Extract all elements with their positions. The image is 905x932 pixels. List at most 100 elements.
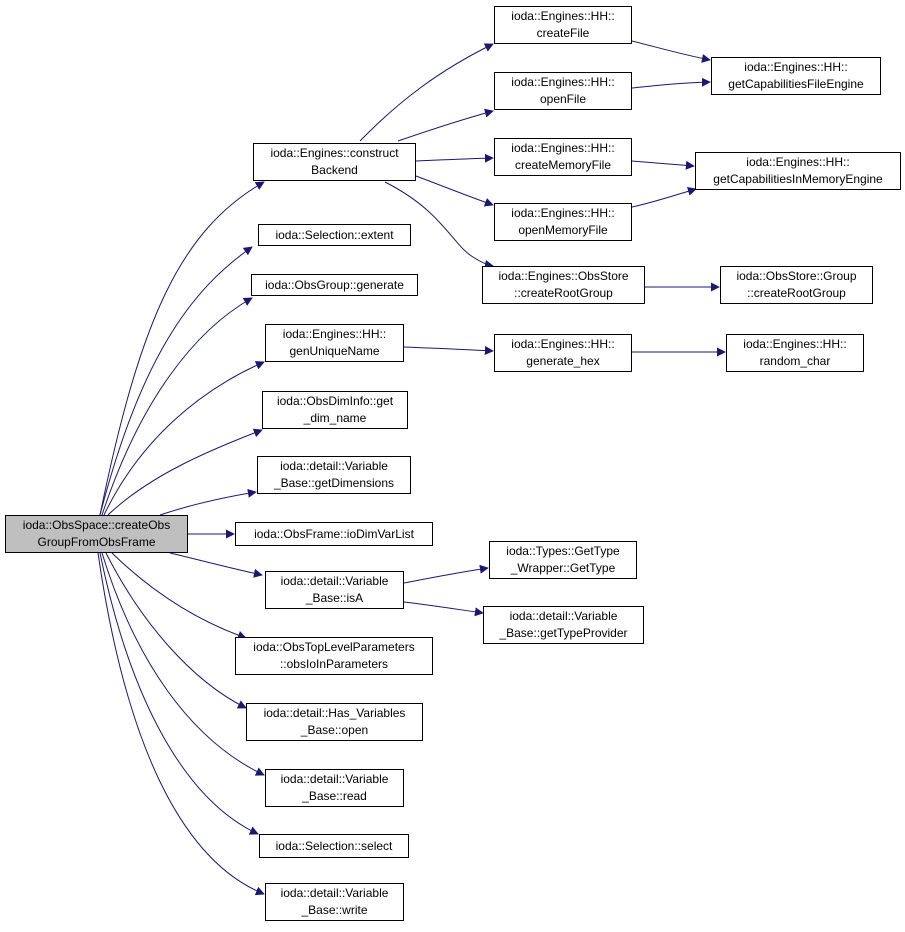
node-get-type-provider-line1: ioda::detail::Variable	[509, 609, 618, 623]
node-get-dim-name-line2: _dim_name	[303, 411, 367, 425]
edge-root-genUniqueName	[103, 361, 265, 516]
node-io-dim-var-list-line1: ioda::ObsFrame::ioDimVarList	[254, 526, 414, 541]
edge-construct-createRootGroup	[384, 181, 494, 269]
node-obsstore-create-root-group-line1: ioda::Engines::ObsStore	[498, 269, 629, 283]
node-obsgroup-generate[interactable]: ioda::ObsGroup::generate	[251, 274, 418, 296]
node-group-create-root-group[interactable]: ioda::ObsStore::Group ::createRootGroup	[720, 266, 873, 304]
node-open-memory-file-line1: ioda::Engines::HH::	[511, 206, 615, 220]
edge-root-select	[99, 552, 259, 835]
node-construct-backend[interactable]: ioda::Engines::construct Backend	[253, 143, 416, 181]
edge-root-obsIoInParameters	[111, 552, 247, 640]
node-construct-backend-line2: Backend	[311, 163, 358, 177]
node-capabilities-in-memory-engine-line2: getCapabilitiesInMemoryEngine	[713, 172, 883, 186]
edge-construct-createFile	[359, 43, 494, 142]
node-variable-write-line1: ioda::detail::Variable	[280, 886, 389, 900]
node-get-type[interactable]: ioda::Types::GetType _Wrapper::GetType	[489, 541, 637, 579]
node-obs-io-in-parameters[interactable]: ioda::ObsTopLevelParameters ::obsIoInPar…	[235, 637, 433, 675]
node-create-memory-file-line1: ioda::Engines::HH::	[511, 141, 615, 155]
node-create-memory-file[interactable]: ioda::Engines::HH:: createMemoryFile	[494, 138, 632, 176]
edge-root-open	[105, 552, 247, 709]
node-io-dim-var-list[interactable]: ioda::ObsFrame::ioDimVarList	[235, 522, 433, 546]
edge-genUniqueName-generateHex	[403, 346, 494, 356]
node-capabilities-file-engine-line1: ioda::Engines::HH::	[744, 60, 848, 74]
edge-isA-getType	[403, 564, 489, 584]
node-gen-unique-name[interactable]: ioda::Engines::HH:: genUniqueName	[265, 324, 404, 362]
node-obsstore-create-root-group[interactable]: ioda::Engines::ObsStore ::createRootGrou…	[482, 266, 645, 304]
node-selection-select[interactable]: ioda::Selection::select	[259, 834, 409, 858]
node-capabilities-in-memory-engine-line1: ioda::Engines::HH::	[746, 155, 850, 169]
node-open-memory-file[interactable]: ioda::Engines::HH:: openMemoryFile	[494, 203, 632, 241]
node-root[interactable]: ioda::ObsSpace::createObs GroupFromObsFr…	[5, 515, 188, 553]
node-get-dimensions-line2: _Base::getDimensions	[273, 476, 395, 490]
edge-openMemoryFile-capMemEngine	[631, 186, 697, 208]
node-obsgroup-generate-line1: ioda::ObsGroup::generate	[265, 277, 404, 292]
edge-construct-openMemoryFile	[415, 175, 494, 207]
node-obsstore-create-root-group-line2: ::createRootGroup	[514, 286, 613, 300]
node-gen-unique-name-line1: ioda::Engines::HH::	[282, 327, 387, 341]
edge-construct-createMemoryFile	[415, 153, 494, 163]
node-capabilities-in-memory-engine[interactable]: ioda::Engines::HH:: getCapabilitiesInMem…	[695, 152, 901, 190]
node-variable-write[interactable]: ioda::detail::Variable _Base::write	[265, 883, 404, 921]
node-construct-backend-line1: ioda::Engines::construct	[270, 146, 399, 160]
edge-createFile-capFileEngine	[631, 40, 711, 63]
node-create-file-line1: ioda::Engines::HH::	[511, 9, 615, 23]
node-is-a-line1: ioda::detail::Variable	[280, 574, 389, 588]
edge-root-isA	[169, 552, 263, 578]
edge-root-extent	[99, 246, 253, 516]
node-group-create-root-group-line1: ioda::ObsStore::Group	[736, 269, 857, 283]
edge-createMemoryFile-capMemEngine	[631, 160, 695, 170]
edge-root-read	[101, 552, 265, 776]
node-open-file-line1: ioda::Engines::HH::	[511, 75, 615, 89]
edge-root-generate	[101, 297, 253, 516]
edge-root-getDimensions	[159, 488, 257, 516]
node-random-char[interactable]: ioda::Engines::HH:: random_char	[726, 334, 864, 372]
node-open-file[interactable]: ioda::Engines::HH:: openFile	[494, 72, 632, 110]
node-generate-hex-line1: ioda::Engines::HH::	[511, 337, 615, 351]
node-variable-read-line1: ioda::detail::Variable	[280, 772, 389, 786]
edge-isA-getTypeProvider	[403, 601, 484, 617]
node-capabilities-file-engine[interactable]: ioda::Engines::HH:: getCapabilitiesFileE…	[711, 57, 881, 95]
node-generate-hex-line2: generate_hex	[526, 354, 600, 368]
node-group-create-root-group-line2: ::createRootGroup	[747, 286, 846, 300]
node-variable-read-line2: _Base::read	[302, 789, 367, 803]
edge-root-constructBackend	[99, 181, 265, 516]
edge-openFile-capFileEngine	[631, 77, 711, 89]
node-has-variables-open[interactable]: ioda::detail::Has_Variables _Base::open	[246, 703, 423, 741]
node-selection-select-line1: ioda::Selection::select	[275, 838, 393, 853]
node-get-type-provider[interactable]: ioda::detail::Variable _Base::getTypePro…	[483, 606, 644, 644]
node-get-type-line1: ioda::Types::GetType	[506, 544, 620, 558]
node-get-type-line2: _Wrapper::GetType	[510, 561, 616, 575]
node-capabilities-file-engine-line2: getCapabilitiesFileEngine	[728, 77, 864, 91]
node-root-line2: GroupFromObsFrame	[37, 535, 156, 549]
node-random-char-line1: ioda::Engines::HH::	[743, 337, 847, 351]
node-root-line1: ioda::ObsSpace::createObs	[22, 518, 171, 532]
edge-root-write	[97, 552, 265, 896]
node-get-type-provider-line2: _Base::getTypeProvider	[499, 626, 628, 640]
node-open-memory-file-line2: openMemoryFile	[518, 223, 608, 237]
node-variable-write-line2: _Base::write	[301, 903, 368, 917]
node-get-dimensions-line1: ioda::detail::Variable	[280, 459, 388, 473]
node-selection-extent-line1: ioda::Selection::extent	[275, 227, 394, 242]
node-open-file-line2: openFile	[539, 92, 587, 106]
node-obs-io-in-parameters-line2: ::obsIoInParameters	[279, 657, 389, 671]
node-gen-unique-name-line2: genUniqueName	[289, 344, 380, 358]
node-has-variables-open-line2: _Base::open	[300, 723, 369, 737]
node-create-file-line2: createFile	[536, 26, 590, 40]
node-get-dim-name-line1: ioda::ObsDimInfo::get	[276, 394, 394, 408]
edge-construct-openFile	[397, 108, 494, 142]
node-obs-io-in-parameters-line1: ioda::ObsTopLevelParameters	[253, 640, 415, 654]
node-create-file[interactable]: ioda::Engines::HH:: createFile	[494, 6, 632, 44]
node-get-dimensions[interactable]: ioda::detail::Variable _Base::getDimensi…	[257, 456, 411, 494]
node-generate-hex[interactable]: ioda::Engines::HH:: generate_hex	[494, 334, 632, 372]
node-selection-extent[interactable]: ioda::Selection::extent	[258, 224, 411, 246]
edge-root-getDimName	[107, 428, 263, 516]
node-has-variables-open-line1: ioda::detail::Has_Variables	[263, 706, 406, 720]
node-is-a[interactable]: ioda::detail::Variable _Base::isA	[265, 571, 404, 609]
node-get-dim-name[interactable]: ioda::ObsDimInfo::get _dim_name	[262, 391, 408, 429]
node-variable-read[interactable]: ioda::detail::Variable _Base::read	[265, 769, 404, 807]
node-random-char-line2: random_char	[759, 354, 831, 368]
node-is-a-line2: _Base::isA	[305, 591, 364, 605]
node-create-memory-file-line2: createMemoryFile	[514, 158, 612, 172]
